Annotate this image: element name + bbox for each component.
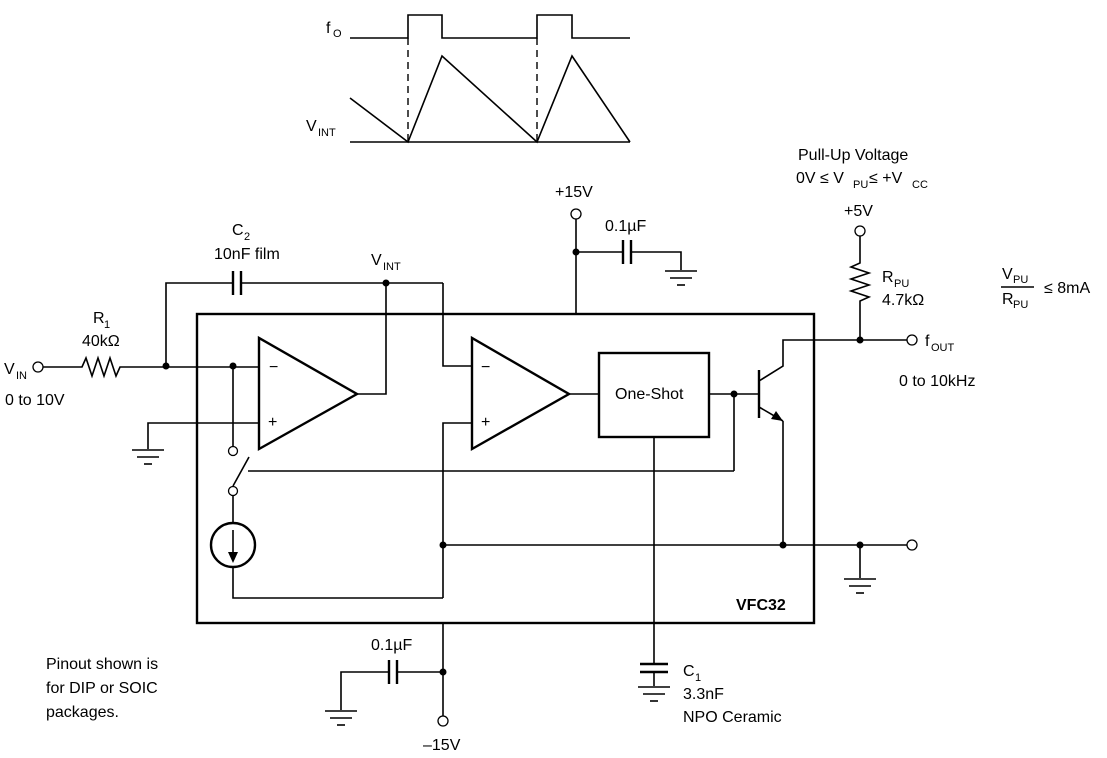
opamp1-output-wire [357, 283, 387, 395]
one-shot-label: One-Shot [615, 386, 684, 403]
c2-value: 10nF film [214, 246, 280, 263]
pullup-range-b: ≤ +V [869, 170, 903, 187]
c1-label: C [683, 663, 695, 680]
fout-label: f [925, 333, 930, 350]
r1-resistor [43, 355, 259, 379]
opamp2-triangle [470, 335, 572, 452]
vin-label: V [4, 361, 15, 378]
fo-waveform [350, 14, 630, 39]
r1-value: 40kΩ [82, 333, 120, 350]
fo-label-sub: O [333, 28, 342, 40]
ground-icon [325, 710, 357, 726]
ground-icon [844, 578, 876, 594]
current-limit-formula: V PU R PU ≤ 8mA [1001, 266, 1090, 311]
one-shot-capacitor: C 1 3.3nF NPO Ceramic [638, 662, 782, 726]
ground-icon [665, 270, 697, 286]
one-shot-block: One-Shot [597, 351, 758, 663]
timing-diagram: f O V INT [306, 14, 631, 144]
opamp2-minus-wire [442, 283, 472, 367]
rpu-label-sub: PU [894, 278, 909, 290]
minus15-terminal [437, 715, 449, 727]
r1-label: R [93, 310, 105, 327]
transistor-collector [758, 339, 858, 382]
opamp1-plus: + [268, 414, 277, 431]
cap-top-wire-b [631, 251, 682, 270]
current-source-arrow-head [228, 552, 238, 563]
opamp1-triangle [257, 335, 360, 452]
switch-contact-top [227, 445, 239, 457]
ratio-numerator-sub: PU [1013, 274, 1028, 286]
fout-label-sub: OUT [931, 342, 955, 354]
minus15-label: –15V [423, 737, 461, 754]
note-line-3: packages. [46, 704, 119, 721]
c2-wire-left [165, 282, 233, 366]
fout-terminal [906, 334, 918, 346]
note-line-2: for DIP or SOIC [46, 680, 158, 697]
pullup-range-a-sub: PU [853, 179, 868, 191]
pullup-range-b-sub: CC [912, 179, 928, 191]
ratio-denominator-sub: PU [1013, 299, 1028, 311]
ratio-limit: ≤ 8mA [1044, 280, 1090, 297]
c1-label-sub: 1 [695, 672, 701, 684]
switch-current-source [209, 366, 734, 599]
switch-contact-bottom [227, 485, 239, 497]
plus5-label: +5V [844, 203, 873, 220]
r1-label-sub: 1 [104, 319, 110, 331]
vint-node-label-sub: INT [383, 261, 401, 273]
pinout-note: Pinout shown is for DIP or SOIC packages… [46, 656, 158, 721]
opamp1-minus: − [269, 359, 278, 376]
ratio-numerator: V [1002, 266, 1013, 283]
plus15-label: +15V [555, 184, 593, 201]
switch-blade [232, 456, 250, 487]
opamp2-plus: + [481, 414, 490, 431]
output-transistor [757, 339, 858, 549]
plus5-terminal [854, 225, 866, 237]
vint-node-label: V [371, 252, 382, 269]
common-rail [443, 539, 918, 594]
cap-bottom-wire-b [340, 671, 389, 710]
plus15-terminal [570, 208, 582, 220]
ratio-denominator: R [1002, 291, 1014, 308]
note-line-1: Pinout shown is [46, 656, 158, 673]
plus15-supply: +15V 0.1µF [555, 184, 697, 314]
pullup-title: Pull-Up Voltage [798, 147, 908, 164]
vin-label-sub: IN [16, 370, 27, 382]
rpu-value: 4.7kΩ [882, 292, 924, 309]
c1-value: 3.3nF [683, 686, 724, 703]
minus15-supply: 0.1µF –15V [325, 623, 461, 754]
input-stage: V IN 0 to 10V R 1 40kΩ [4, 310, 259, 409]
fout-range: 0 to 10kHz [899, 373, 975, 390]
pullup-range-a: 0V ≤ V [796, 170, 844, 187]
c2-label: C [232, 222, 244, 239]
c1-type: NPO Ceramic [683, 709, 782, 726]
rpu-label: R [882, 269, 894, 286]
vint-wave-label-sub: INT [318, 127, 336, 139]
comparator-opamp: − + [439, 283, 599, 598]
vin-range: 0 to 10V [5, 392, 65, 409]
r1-junction [162, 362, 170, 370]
opamp2-minus: − [481, 359, 490, 376]
c2-label-sub: 2 [244, 231, 250, 243]
pullup-output: +5V R PU 4.7kΩ f OUT 0 to 10kHz [844, 203, 975, 390]
vint-waveform [349, 54, 631, 144]
cap-bottom-label: 0.1µF [371, 637, 412, 654]
vfc32-chip-outline [195, 312, 816, 625]
integration-capacitor: C 2 10nF film V INT [165, 222, 443, 366]
vint-wave-label: V [306, 118, 317, 135]
integrator-opamp: − + [132, 283, 387, 465]
vin-terminal [32, 361, 44, 373]
transistor-emitter-arrow [771, 411, 783, 421]
common-terminal [906, 539, 918, 551]
rpu-resistor [848, 236, 872, 340]
ground-icon [132, 449, 164, 465]
opamp1-plus-wire [147, 422, 259, 449]
opamp2-plus-wire [442, 422, 472, 598]
source-wire-bottom [232, 567, 443, 599]
chip-name: VFC32 [736, 597, 786, 614]
cap-top-label: 0.1µF [605, 218, 646, 235]
ground-icon [638, 686, 670, 702]
pullup-annotation: Pull-Up Voltage 0V ≤ V PU ≤ +V CC [796, 147, 928, 191]
fo-label: f [326, 20, 331, 37]
